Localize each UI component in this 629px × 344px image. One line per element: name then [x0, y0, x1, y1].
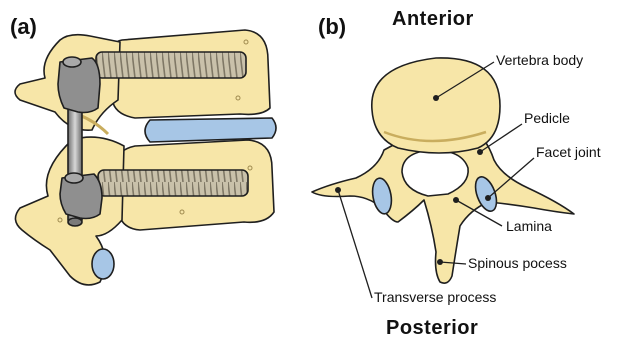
anterior-heading: Anterior — [392, 8, 474, 31]
posterior-heading: Posterior — [386, 317, 478, 340]
panel-a-side-view — [15, 30, 276, 285]
label-facet-joint: Facet joint — [536, 144, 601, 160]
upper-pedicle-screw — [96, 52, 246, 78]
label-transverse-process: Transverse process — [374, 289, 496, 305]
label-pedicle: Pedicle — [524, 110, 570, 126]
upper-screw-head — [58, 58, 100, 113]
label-lamina: Lamina — [506, 218, 552, 234]
label-spinous-process: Spinous pocess — [468, 255, 567, 271]
vertebra-body-top-view — [372, 58, 500, 153]
label-vertebra-body: Vertebra body — [496, 52, 583, 68]
panel-a-label: (a) — [10, 14, 37, 40]
lower-facet-oval — [92, 249, 114, 279]
panel-b-label: (b) — [318, 14, 346, 40]
intervertebral-disc — [145, 118, 276, 142]
lower-pedicle-screw — [98, 170, 248, 196]
